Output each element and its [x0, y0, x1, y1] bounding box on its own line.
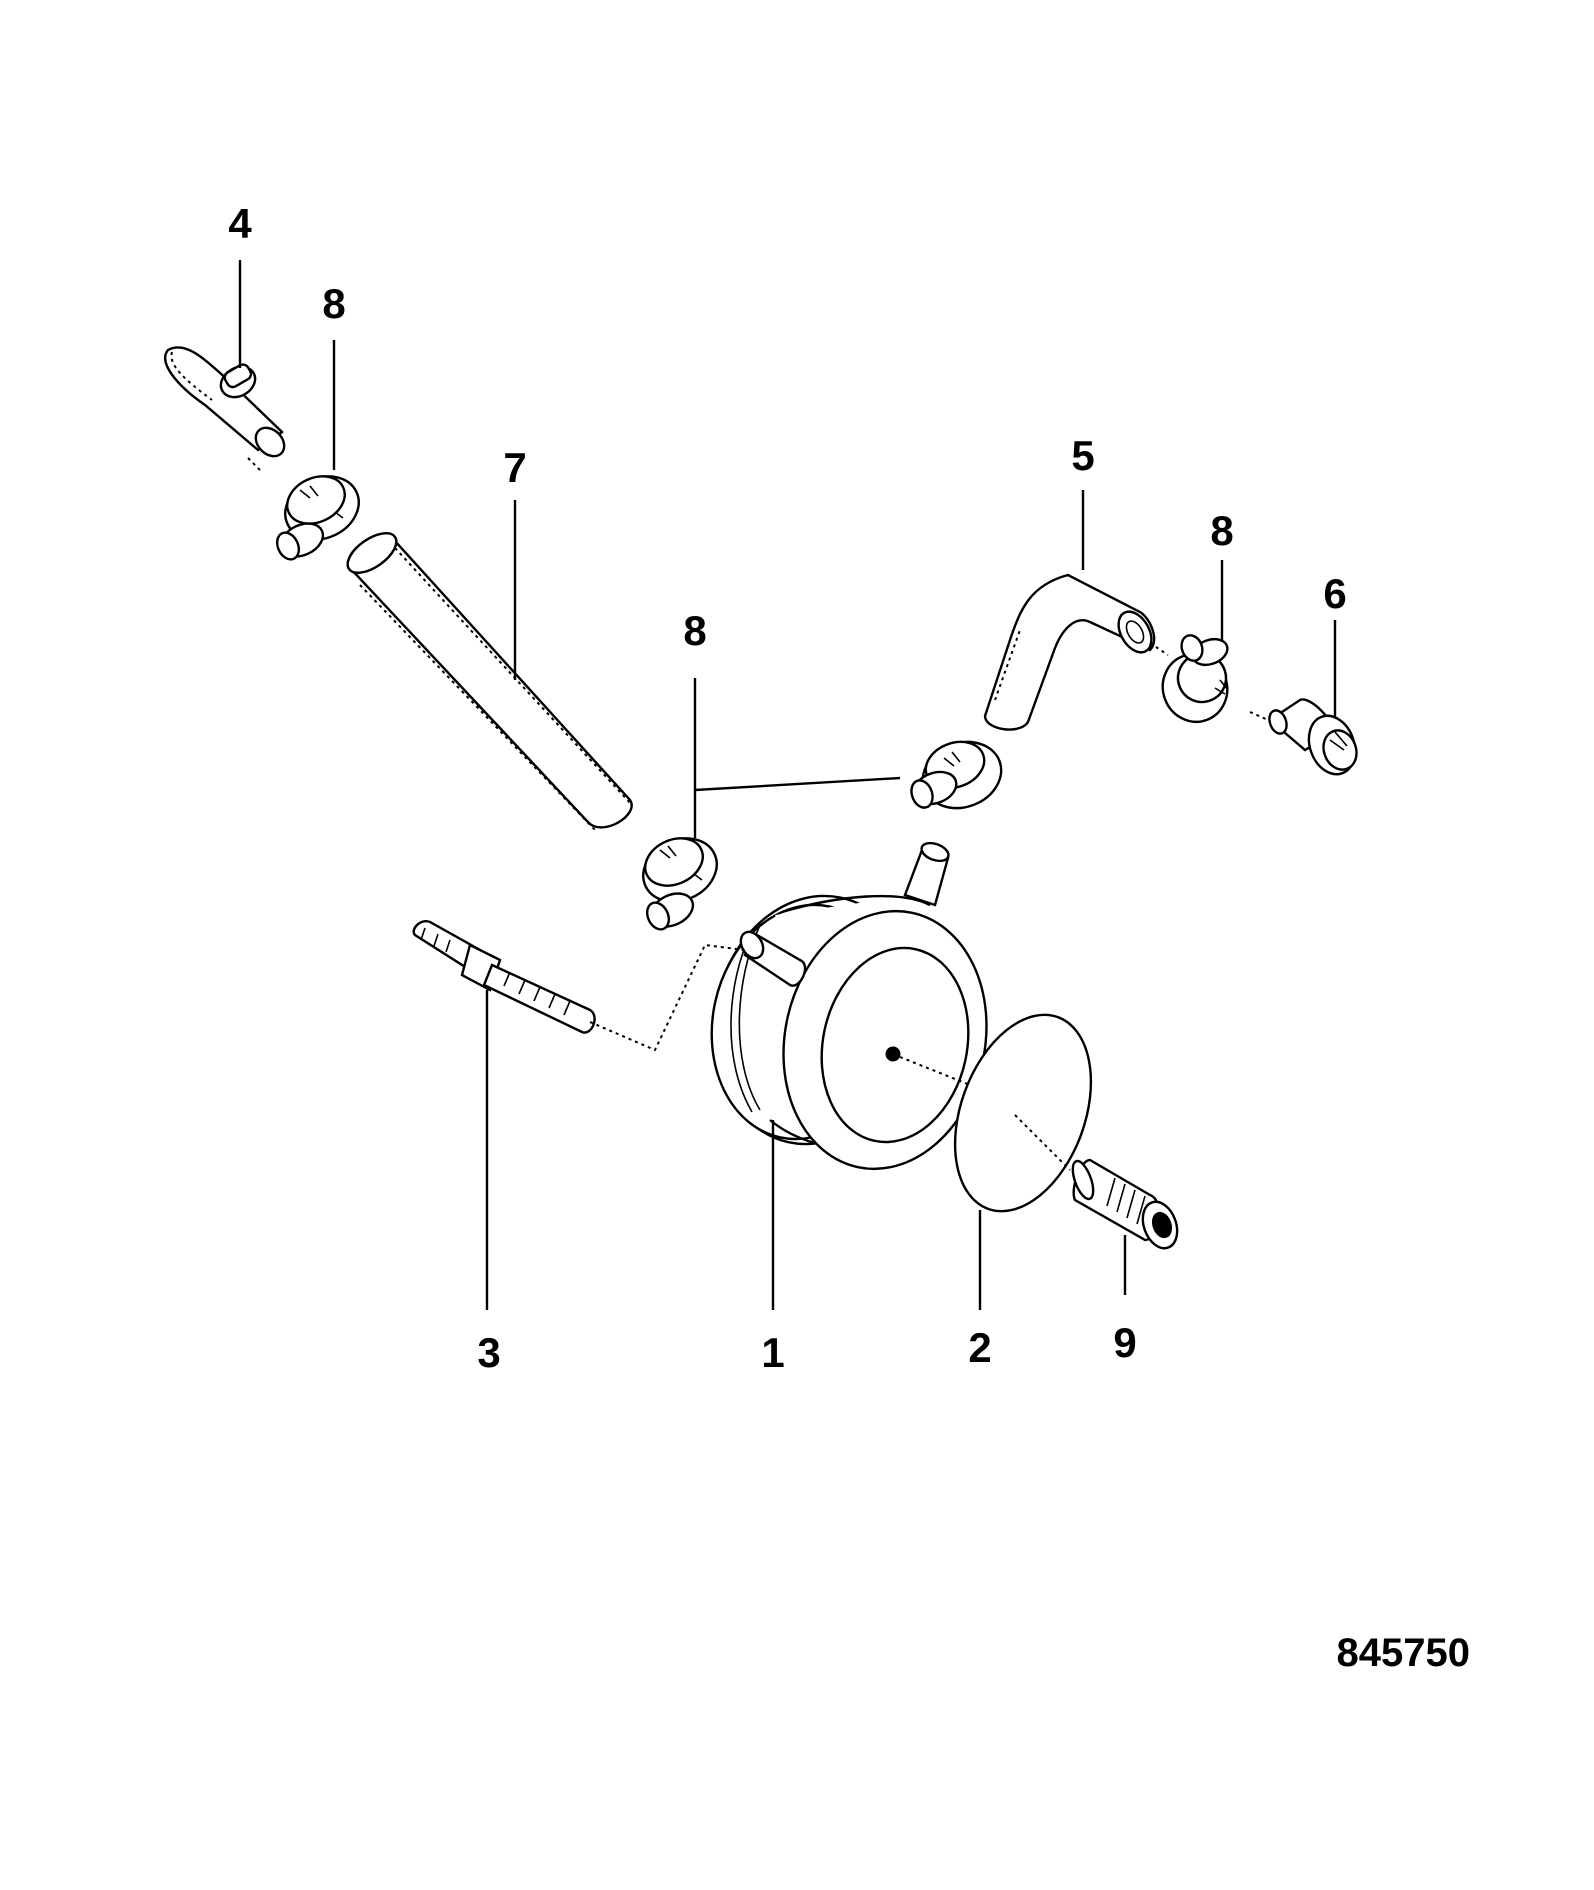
- callout-8-top-left: 8: [322, 280, 345, 327]
- part-7-long-hose: [346, 532, 633, 831]
- part-6-hose-fitting: [1268, 698, 1358, 776]
- part-9-threaded-fitting: [1071, 1158, 1179, 1250]
- callout-1: 1: [761, 1329, 784, 1376]
- part-8-hose-clamp-top-left: [275, 475, 360, 561]
- callout-3: 3: [477, 1329, 500, 1376]
- figure-number: 845750: [1337, 1631, 1470, 1675]
- callout-7: 7: [503, 444, 526, 491]
- callout-4: 4: [228, 200, 252, 247]
- callout-8-right: 8: [1210, 507, 1233, 554]
- callout-2: 2: [968, 1324, 991, 1371]
- leader-8-center-branch: [694, 776, 901, 792]
- part-8-hose-clamp-center-right: [910, 740, 1003, 810]
- part-4-elbow-hose: [164, 346, 286, 458]
- callout-5: 5: [1071, 432, 1094, 479]
- callout-labels: 4 8 7 8 5 8 6 3 1 2 9: [228, 200, 1346, 1376]
- part-2-sealing-ring: [953, 1013, 1093, 1213]
- part-8-hose-clamp-center-left: [642, 837, 718, 931]
- callout-9: 9: [1113, 1319, 1136, 1366]
- part-3-hollow-bolt: [412, 920, 596, 1034]
- leader-lines: [238, 260, 1337, 1310]
- part-5-bent-hose: [983, 573, 1156, 731]
- callout-8-center: 8: [683, 607, 706, 654]
- part-1-oil-cooler: [710, 841, 988, 1171]
- part-4-small-clamp: [219, 363, 257, 399]
- part-8-hose-clamp-right: [1161, 634, 1229, 723]
- assembly-guide-lines: [247, 457, 1269, 1171]
- callout-6: 6: [1323, 570, 1346, 617]
